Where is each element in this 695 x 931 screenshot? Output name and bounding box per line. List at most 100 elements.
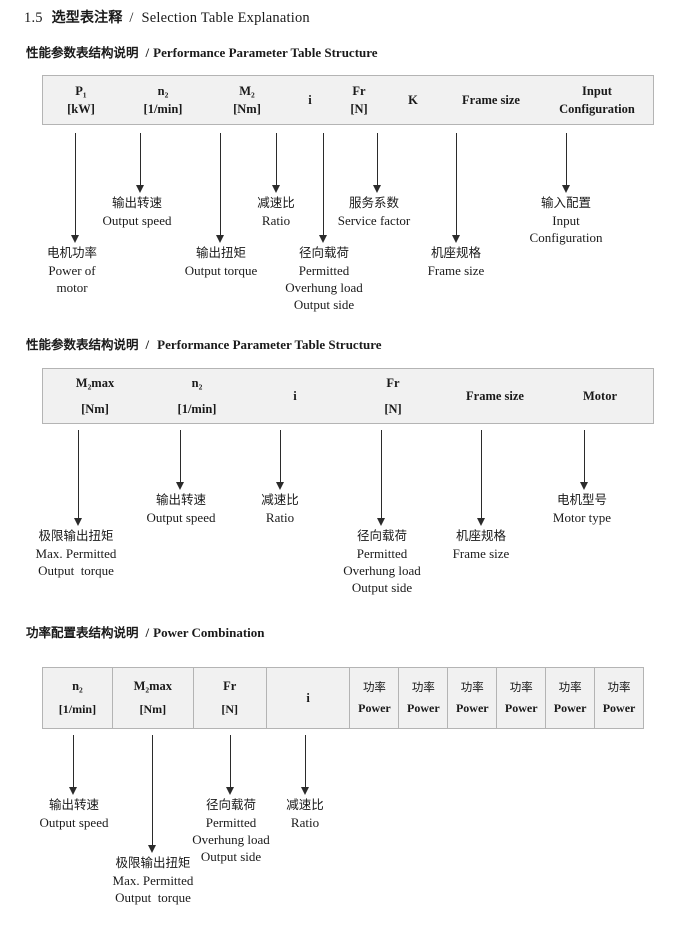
- label-ratio-cn: 减速比: [257, 195, 295, 210]
- table-2-col-fr-line2: [N]: [384, 402, 402, 416]
- label-max-permitted-output-torque-en-1: Max. Permitted: [35, 545, 117, 561]
- page-title-en: Selection Table Explanation: [141, 10, 310, 26]
- table-1-col-m2: M₂ [Nm]: [207, 76, 287, 124]
- table-3-col-power-5-en: Power: [553, 700, 587, 715]
- arrow-to-frame-size-2: [477, 430, 486, 526]
- label-permitted-overhung-load-cn: 径向载荷: [298, 245, 349, 260]
- arrow-to-frame-size: [452, 133, 461, 243]
- label-ratio-2-cn: 减速比: [261, 492, 299, 507]
- label-output-torque-cn: 输出扭矩: [195, 245, 246, 260]
- label-output-torque-en-1: Output torque: [184, 262, 258, 278]
- table-2-col-n2-line2: [1/min]: [177, 402, 217, 416]
- table-2-col-fr-line1: Fr: [386, 375, 400, 390]
- table-1-col-p1-line1: P₁: [75, 83, 87, 98]
- table-1-col-n2: n₂ [1/min]: [119, 76, 207, 124]
- label-permitted-overhung-load-en-3: Output side: [293, 296, 355, 312]
- table-3-col-n2-line1: n₂: [72, 679, 83, 694]
- label-max-permitted-output-torque: 极限输出扭矩 Max. Permitted Output torque: [18, 528, 134, 579]
- table-3-col-power-2: 功率 Power: [398, 668, 447, 728]
- table-2-col-m2max-line1: M₂max: [75, 375, 115, 390]
- label-max-permitted-output-torque-en-2: Output torque: [38, 562, 114, 578]
- table-1-col-m2-line1: M₂: [239, 83, 255, 98]
- table-1-col-input-line2: Configuration: [559, 102, 635, 116]
- arrow-to-ratio: [272, 133, 281, 193]
- table-3-col-power-5-cn: 功率: [558, 679, 582, 694]
- label-power-of-motor-en-2: motor: [56, 279, 88, 295]
- label-permitted-overhung-load-3: 径向载荷 Permitted Overhung load Output side: [175, 797, 287, 865]
- table-1-col-fr-line2: [N]: [350, 102, 368, 116]
- section-1-heading-en: Performance Parameter Table Structure: [153, 45, 378, 60]
- table-3-col-power-6-cn: 功率: [607, 679, 631, 694]
- label-permitted-overhung-load-2-cn: 径向载荷: [356, 528, 407, 543]
- label-ratio-3-cn: 减速比: [286, 797, 324, 812]
- table-1-col-frame-size: Frame size: [441, 76, 541, 124]
- table-1-col-n2-line1: n₂: [157, 83, 169, 98]
- label-permitted-overhung-load-3-en-1: Permitted: [205, 814, 257, 830]
- label-permitted-overhung-load: 径向载荷 Permitted Overhung load Output side: [268, 245, 380, 313]
- label-max-permitted-output-torque-3-en-1: Max. Permitted: [112, 872, 194, 888]
- label-ratio-2-en-1: Ratio: [265, 509, 295, 525]
- table-3-col-power-4: 功率 Power: [496, 668, 545, 728]
- label-input-configuration-en-2: Configuration: [529, 229, 603, 245]
- label-permitted-overhung-load-3-en-3: Output side: [200, 848, 262, 864]
- label-max-permitted-output-torque-3-en-2: Output torque: [115, 889, 191, 905]
- label-frame-size-2: 机座规格 Frame size: [434, 528, 528, 562]
- performance-parameter-table-1: P₁ [kW] n₂ [1/min] M₂ [Nm] i Fr [N] K Fr…: [42, 75, 654, 125]
- label-output-speed-2: 输出转速 Output speed: [133, 492, 229, 526]
- label-permitted-overhung-load-3-en-2: Overhung load: [192, 831, 270, 847]
- section-2-heading-cn: 性能参数表结构说明: [26, 337, 139, 352]
- table-3-col-power-3-cn: 功率: [460, 679, 484, 694]
- label-max-permitted-output-torque-3-cn: 极限输出扭矩: [115, 855, 191, 870]
- table-3-col-n2-line2: [1/min]: [58, 702, 97, 717]
- table-2-col-frame-size: Frame size: [443, 369, 547, 423]
- table-1-col-p1: P₁ [kW]: [43, 76, 119, 124]
- table-3-col-power-3-en: Power: [455, 700, 489, 715]
- table-3-col-i-line1: i: [306, 690, 310, 705]
- label-output-speed-3-cn: 输出转速: [48, 797, 99, 812]
- arrow-to-ratio-2: [276, 430, 285, 490]
- table-1-col-i-line1: i: [308, 92, 312, 107]
- section-3-heading: 功率配置表结构说明 / Power Combination: [26, 622, 265, 642]
- table-3-col-power-1-en: Power: [358, 700, 391, 715]
- page-title-cn: 选型表注释: [51, 10, 123, 26]
- label-input-configuration: 输入配置 Input Configuration: [513, 195, 619, 246]
- label-frame-size-en-1: Frame size: [427, 262, 485, 278]
- arrow-to-permitted-overhung-load-3: [226, 735, 235, 795]
- table-3-col-power-4-en: Power: [504, 700, 538, 715]
- performance-parameter-table-2: M₂max [Nm] n₂ [1/min] i Fr [N] Frame siz…: [42, 368, 654, 424]
- label-service-factor: 服务系数 Service factor: [325, 195, 423, 229]
- label-input-configuration-en-1: Input: [552, 212, 580, 228]
- table-3-col-power-1: 功率 Power: [349, 668, 398, 728]
- label-permitted-overhung-load-en-2: Overhung load: [285, 279, 363, 295]
- table-1-col-k-line1: K: [408, 92, 418, 107]
- table-2-col-frame-size-line1: Frame size: [466, 388, 524, 403]
- label-power-of-motor-en-1: Power of: [48, 262, 96, 278]
- table-2-col-n2: n₂ [1/min]: [147, 369, 247, 423]
- arrow-to-output-speed: [136, 133, 145, 193]
- arrow-to-motor-type: [580, 430, 589, 490]
- table-3-col-power-6: 功率 Power: [594, 668, 643, 728]
- label-output-torque: 输出扭矩 Output torque: [173, 245, 269, 279]
- label-motor-type: 电机型号 Motor type: [534, 492, 630, 526]
- arrow-to-max-permitted-output-torque: [74, 430, 83, 526]
- label-service-factor-cn: 服务系数: [348, 195, 399, 210]
- label-permitted-overhung-load-2-en-2: Overhung load: [343, 562, 421, 578]
- label-permitted-overhung-load-3-cn: 径向载荷: [205, 797, 256, 812]
- table-1-col-frame-size-line1: Frame size: [462, 92, 520, 107]
- section-1-heading-cn: 性能参数表结构说明: [26, 45, 139, 60]
- label-permitted-overhung-load-2-en-1: Permitted: [356, 545, 408, 561]
- table-3-col-power-2-cn: 功率: [411, 679, 435, 694]
- label-frame-size-2-en-1: Frame size: [452, 545, 510, 561]
- table-3-col-power-3: 功率 Power: [447, 668, 496, 728]
- section-1-heading-sep: /: [145, 45, 150, 60]
- label-output-speed-3-en-1: Output speed: [39, 814, 109, 830]
- arrow-to-ratio-3: [301, 735, 310, 795]
- label-permitted-overhung-load-en-1: Permitted: [298, 262, 350, 278]
- label-permitted-overhung-load-2: 径向载荷 Permitted Overhung load Output side: [326, 528, 438, 596]
- table-3-col-power-5: 功率 Power: [545, 668, 594, 728]
- table-3-col-fr-line1: Fr: [223, 679, 237, 694]
- table-2-col-motor: Motor: [547, 369, 653, 423]
- label-ratio-3: 减速比 Ratio: [268, 797, 342, 831]
- label-output-speed-2-cn: 输出转速: [155, 492, 206, 507]
